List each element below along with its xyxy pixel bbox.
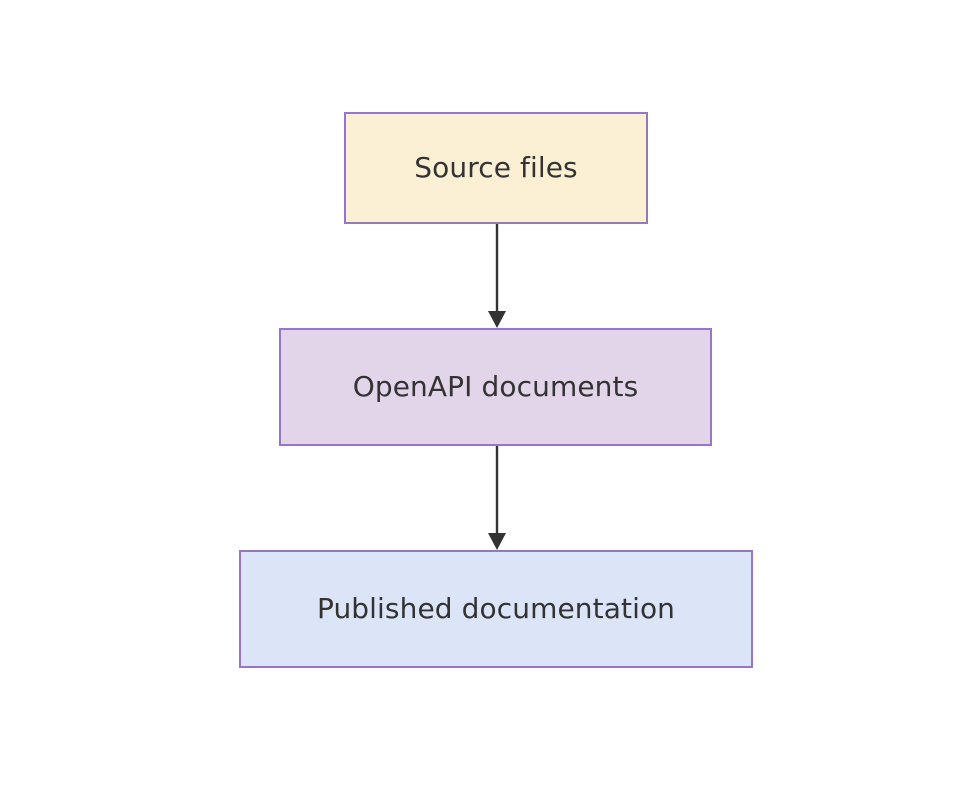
edge-openapi-to-published xyxy=(488,446,506,550)
node-source-files[interactable]: Source files xyxy=(344,112,648,224)
edge-source-to-openapi xyxy=(488,224,506,328)
node-published-documentation-label: Published documentation xyxy=(316,592,676,625)
node-openapi-documents[interactable]: OpenAPI documents xyxy=(279,328,712,446)
node-openapi-documents-label: OpenAPI documents xyxy=(352,370,639,403)
arrowhead-icon xyxy=(488,311,506,328)
arrowhead-icon xyxy=(488,533,506,550)
node-source-files-label: Source files xyxy=(414,151,578,184)
node-published-documentation[interactable]: Published documentation xyxy=(239,550,753,668)
